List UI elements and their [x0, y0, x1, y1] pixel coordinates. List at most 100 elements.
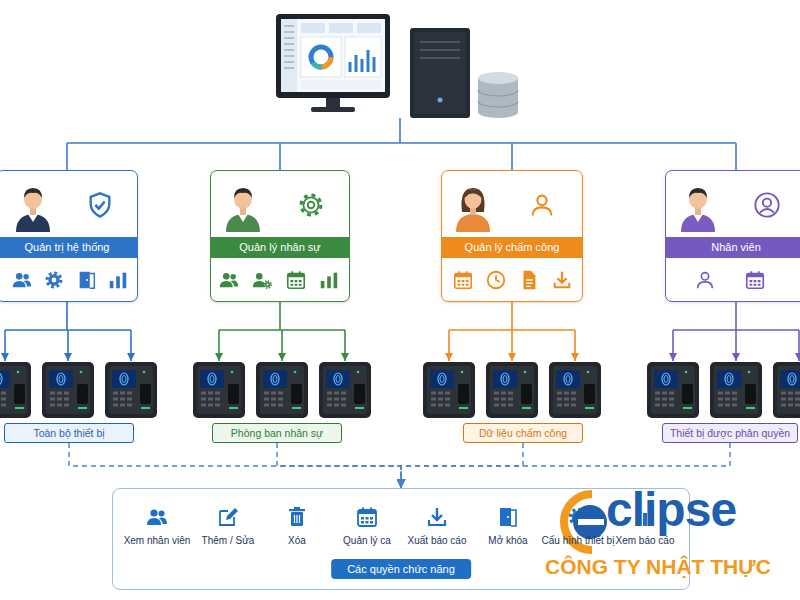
branch-arrow: [448, 330, 450, 361]
branch-arrow: [798, 330, 800, 361]
monitor-screen: [281, 19, 385, 92]
branch-arrow: [672, 330, 674, 361]
tower-front: [414, 32, 466, 114]
bar-chart: [350, 50, 374, 72]
scope-text: Toàn bộ thiết bị: [5, 424, 133, 442]
scope-tag: Toàn bộ thiết bị: [4, 423, 134, 443]
dashed-connector: [69, 443, 401, 488]
server-tower: [410, 28, 470, 118]
role-card: Quản trị hệ thống: [0, 170, 138, 302]
attendance-avatar: [456, 188, 490, 232]
download-icon: [555, 272, 570, 288]
door-icon: [500, 508, 516, 526]
role-card: Quản lý nhân sự: [210, 170, 350, 302]
branch-wire: [5, 302, 131, 330]
branch-arrow: [344, 330, 346, 361]
calendar-icon: [358, 508, 376, 527]
users-icon: [220, 273, 238, 287]
card-avatars: [16, 188, 779, 232]
calendar-icon: [288, 271, 305, 288]
shield-icon: [91, 193, 110, 216]
role-title: Quản lý nhân sự: [211, 237, 349, 258]
scope-tag: Phòng ban nhân sự: [212, 423, 342, 443]
donut-chart: [311, 47, 331, 67]
tree-wire: [67, 118, 736, 170]
branch-arrow: [574, 330, 576, 361]
scope-text: Dữ liệu chấm công: [464, 424, 582, 442]
gear-icon: [571, 510, 586, 525]
donut-segment: [311, 47, 331, 67]
branch-wire: [449, 302, 575, 330]
database-cylinder: [478, 78, 518, 118]
company-logo: [564, 494, 607, 550]
scope-tag: Thiết bị được phân quyền: [662, 423, 798, 443]
fingerprint-terminal: [549, 362, 601, 418]
scope-tag: Dữ liệu chấm công: [463, 423, 583, 443]
users-icon: [147, 509, 167, 525]
scope-text: Thiết bị được phân quyền: [663, 424, 797, 442]
panel-title: Các quyền chức năng: [331, 559, 471, 579]
admin-avatar: [16, 188, 50, 232]
hr-avatar: [226, 188, 260, 232]
role-title: Nhân viên: [666, 237, 800, 258]
donut-segment: [311, 47, 331, 67]
role-card: Quản lý chấm công: [441, 170, 583, 302]
branch-arrow: [281, 330, 283, 361]
database-rings: [478, 90, 518, 107]
scope-text: Phòng ban nhân sự: [213, 424, 341, 442]
screen-card: [357, 23, 381, 33]
drive-bays: [420, 42, 460, 58]
gear-icon: [47, 273, 61, 287]
gear-icon: [301, 195, 321, 215]
card-icons: [13, 271, 763, 289]
permission-icons: [147, 507, 654, 526]
fingerprint-terminal: [105, 362, 157, 418]
branch-wire: [219, 302, 345, 330]
staff-avatar: [681, 188, 715, 232]
fingerprint-terminal: [193, 362, 245, 418]
screen-sidebar: [281, 19, 297, 92]
user-gear-icon: [253, 273, 271, 288]
user-icon: [533, 196, 552, 216]
device-wires: [5, 302, 799, 361]
download-icon: [429, 508, 445, 525]
branch-wire: [673, 302, 799, 330]
chart-icon: [321, 273, 338, 289]
fingerprint-terminal: [710, 362, 762, 418]
dashed-connector: [401, 443, 523, 488]
screen-card: [301, 23, 325, 33]
fingerprint-terminal: [256, 362, 308, 418]
role-title: Quản trị hệ thống: [0, 237, 137, 258]
fingerprint-terminal: [486, 362, 538, 418]
fingerprint-terminal: [647, 362, 699, 418]
power-light: [438, 98, 443, 103]
logo-arc: [564, 494, 592, 550]
door-icon: [80, 272, 95, 289]
document-icon: [524, 271, 536, 289]
monitor: [276, 14, 390, 98]
computer-illustration: [276, 14, 518, 118]
users-icon: [13, 273, 31, 287]
branch-arrow: [735, 330, 737, 361]
monitor-base: [311, 107, 355, 112]
monitor-stand: [326, 98, 340, 108]
branch-arrow: [67, 330, 69, 361]
logo-bar: [578, 519, 604, 525]
database-top: [478, 72, 518, 84]
user-circle-icon: [755, 193, 778, 216]
clock-icon: [488, 272, 505, 289]
edit-icon: [220, 508, 238, 525]
role-title: Quản lý chấm công: [442, 237, 582, 258]
trash-icon: [289, 507, 305, 526]
fingerprint-terminal: [773, 362, 800, 418]
fingerprint-terminal: [423, 362, 475, 418]
permission-panel: Các quyền chức năng: [112, 488, 690, 590]
screen-row: [301, 80, 381, 89]
calendar-icon: [747, 271, 764, 288]
fingerprint-terminal: [0, 362, 31, 418]
calendar-icon: [455, 271, 472, 288]
dashed-connector: [277, 443, 401, 488]
fingerprint-terminal: [42, 362, 94, 418]
